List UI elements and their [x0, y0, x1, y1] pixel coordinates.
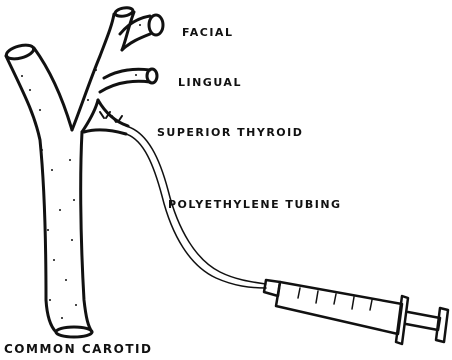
common-carotid-artery — [5, 43, 92, 337]
label-polyethylene-tubing: POLYETHYLENE TUBING — [168, 198, 342, 211]
label-lingual: LINGUAL — [178, 76, 242, 89]
label-facial: FACIAL — [182, 26, 233, 39]
syringe — [264, 280, 448, 344]
label-common-carotid: COMMON CAROTID — [4, 342, 152, 356]
label-superior-thyroid: SUPERIOR THYROID — [157, 126, 303, 139]
lingual-artery — [100, 69, 157, 92]
